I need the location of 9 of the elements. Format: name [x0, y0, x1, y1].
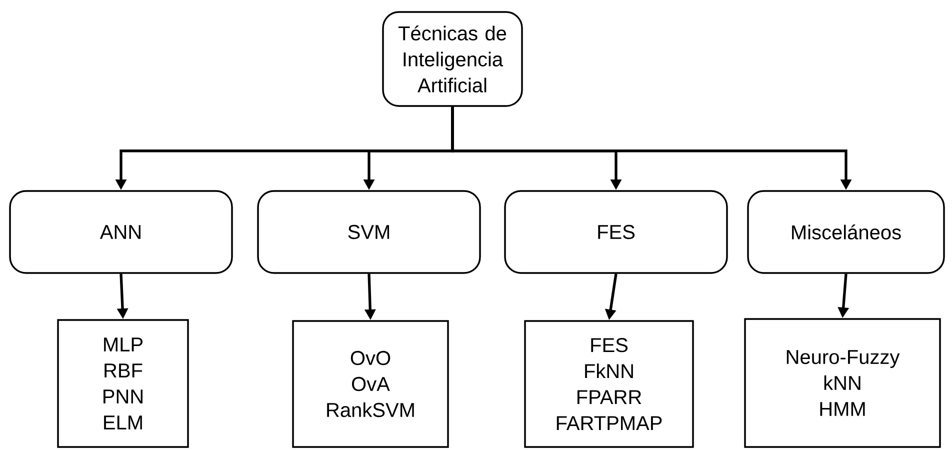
list-box: Neuro-Fuzzy kNN HMM [744, 318, 941, 448]
list-box: MLP RBF PNN ELM [57, 319, 189, 448]
list-box: OvO OvA RankSVM [292, 320, 449, 448]
root-box: Técnicas de Inteligencia Artificial [382, 11, 523, 107]
list-box: FES FkNN FPARR FARTPMAP [524, 320, 694, 448]
category-box: FES [504, 190, 728, 274]
category-box: ANN [9, 190, 233, 274]
category-box: SVM [257, 190, 481, 274]
category-box: Misceláneos [747, 190, 945, 274]
